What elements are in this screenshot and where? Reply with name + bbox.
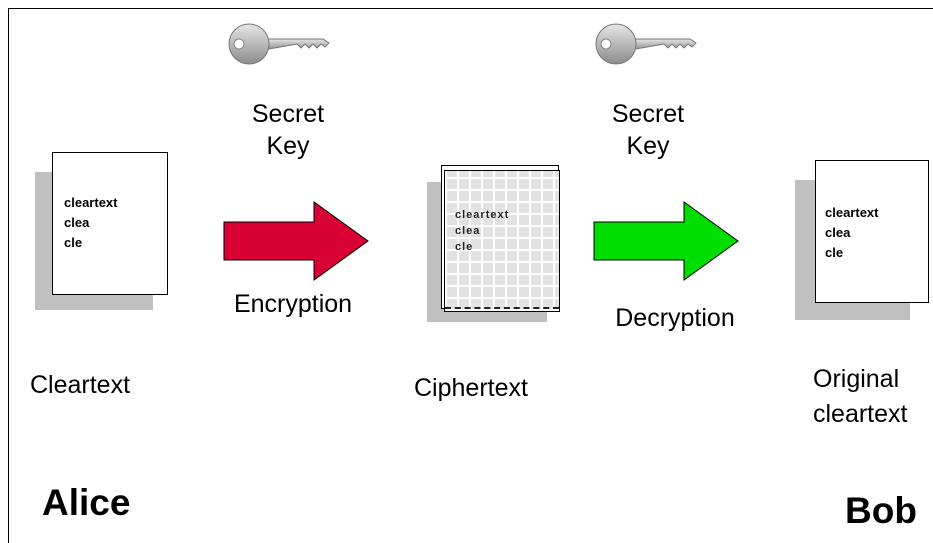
alice-doc-line: cle xyxy=(64,235,83,250)
encryption-arrow-shape xyxy=(223,201,369,281)
cleartext-caption: Cleartext xyxy=(30,371,131,399)
encryption-label: Encryption xyxy=(233,290,353,318)
ciphertext-document: cleartext clea cle xyxy=(444,170,560,312)
left-key-label-line1: Secret xyxy=(251,100,325,128)
original-cleartext-caption: Original cleartext xyxy=(813,362,907,432)
cipher-doc-line: cleartext xyxy=(455,209,510,221)
left-key-label: Secret Key xyxy=(238,98,338,162)
alice-doc-line: cleartext xyxy=(64,195,118,210)
original-caption-line1: Original xyxy=(813,365,900,393)
cipher-doc-line: cle xyxy=(455,241,474,253)
decryption-arrow-shape xyxy=(593,201,739,281)
bob-name: Bob xyxy=(845,490,917,531)
original-caption-line2: cleartext xyxy=(813,400,908,428)
diagram-frame xyxy=(8,8,933,543)
cipher-doc-line: clea xyxy=(455,225,481,237)
bob-doc-line: clea xyxy=(825,225,851,240)
left-key-label-line2: Key xyxy=(266,132,310,160)
right-key-label-line2: Key xyxy=(626,132,670,160)
bob-doc-line: cle xyxy=(825,245,844,260)
left-key-icon xyxy=(228,23,330,65)
alice-document: cleartext clea cle xyxy=(52,152,168,295)
decryption-label: Decryption xyxy=(615,304,735,332)
right-key-icon xyxy=(595,23,697,65)
alice-name: Alice xyxy=(42,482,131,523)
bob-doc-line: cleartext xyxy=(825,205,879,220)
cipher-doc-tear xyxy=(445,307,559,309)
encryption-arrow xyxy=(223,201,369,281)
bob-document: cleartext clea cle xyxy=(815,160,929,303)
right-key-label: Secret Key xyxy=(598,98,698,162)
decryption-arrow xyxy=(593,201,739,281)
ciphertext-caption: Ciphertext xyxy=(414,374,528,402)
alice-doc-line: clea xyxy=(64,215,90,230)
right-key-label-line1: Secret xyxy=(611,100,685,128)
